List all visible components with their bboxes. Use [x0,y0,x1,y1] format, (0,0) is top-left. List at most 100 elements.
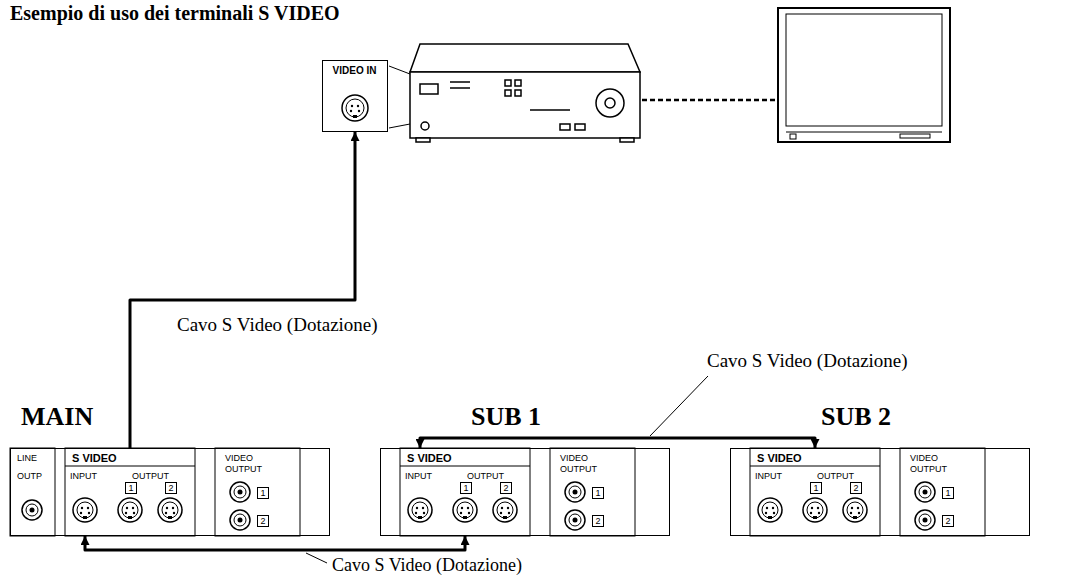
jack-pin [817,511,819,513]
jack-label: OUTPUT [132,471,169,482]
jack-pin [460,506,462,508]
jack-key [768,516,772,519]
jack-pin [357,109,359,111]
section-heading: VIDEO OUTPUT [560,453,612,475]
jack-number: 2 [850,482,862,494]
rear-panel: SUB 2S VIDEOINPUTOUTPUT12VIDEO OUTPUT12 [730,448,1030,536]
s-video-jack [493,498,517,522]
s-video-section [750,448,880,536]
jack-pin [500,506,502,508]
rca-jack [565,510,585,530]
jack-ring [762,502,778,518]
jack-number: 1 [125,482,137,494]
s-video-jack [342,95,368,121]
jack-number: 2 [165,482,177,494]
s-video-cable [420,438,815,448]
rca-pin [237,517,242,522]
label-leader [650,376,708,436]
section-heading: S VIDEO [72,452,117,465]
jack-pin [772,511,774,513]
cable-label: Cavo S Video (Dotazione) [330,555,524,575]
jack-pin [131,506,133,508]
jack-pin [809,511,811,513]
jack-pin [172,511,174,513]
jack-number: 1 [592,487,604,499]
label-leader [306,553,327,563]
unit-heading: MAIN [21,403,93,431]
jack-number: 2 [942,515,954,527]
jack-key [503,516,507,519]
jack-number: 2 [500,482,512,494]
jack-pin [86,506,88,508]
rca-pin [922,489,927,494]
jack-number: 1 [257,487,269,499]
jack-pin [507,511,509,513]
jack-pin [466,506,468,508]
video-link-dashed [642,99,776,102]
jack-ring [807,502,823,518]
jack-key [463,516,467,519]
jack-pin [79,511,81,513]
jack-ring [412,502,428,518]
jack-pin [771,506,773,508]
rca-pin [29,507,34,512]
rca-ring [569,486,581,498]
jack-pin [350,104,352,106]
video-output-section [900,448,985,536]
rca-pin [572,517,577,522]
rca-jack [915,482,935,502]
jack-ring [346,99,364,117]
s-video-jack [453,498,477,522]
callout-leader [389,66,410,74]
jack-pin [459,511,461,513]
s-video-jack [408,498,432,522]
callout-leader [389,124,410,128]
video-device [410,44,640,142]
s-video-jack [158,498,182,522]
jack-pin [857,511,859,513]
rca-jack [565,482,585,502]
video-output-section [215,448,300,536]
rca-pin [237,489,242,494]
jack-callout-box: VIDEO IN [322,60,388,132]
jack-pin [132,511,134,513]
jack-key [353,115,357,118]
jack-pin [87,511,89,513]
s-video-jack [118,498,142,522]
jack-pin [124,511,126,513]
jack-pin [506,506,508,508]
cable-label: Cavo S Video (Dotazione) [705,350,910,371]
section-heading: S VIDEO [407,452,452,465]
rca-ring [919,514,931,526]
s-video-jack [843,498,867,522]
jack-pin [421,506,423,508]
section-heading: S VIDEO [757,452,802,465]
section-heading: VIDEO OUTPUT [225,453,277,475]
rca-ring [26,504,38,516]
video-output-section [550,448,635,536]
jack-number: 1 [810,482,822,494]
jack-label: INPUT [70,471,97,482]
jack-ring [497,502,513,518]
rca-ring [569,514,581,526]
jack-pin [810,506,812,508]
rca-pin [922,517,927,522]
section-label: LINE [17,453,37,464]
jack-pin [422,511,424,513]
jack-key [168,516,172,519]
jack-pin [349,109,351,111]
jack-pin [499,511,501,513]
rca-ring [919,486,931,498]
jack-number: 1 [942,487,954,499]
s-video-jack [758,498,782,522]
s-video-cable [85,536,465,550]
jack-pin [415,506,417,508]
rca-pin [572,489,577,494]
jack-number: 1 [460,482,472,494]
rca-ring [234,514,246,526]
diagram-title: Esempio di uso dei terminali S VIDEO [10,2,340,25]
rca-ring [234,486,246,498]
section-rule [400,465,530,466]
jack-pin [765,506,767,508]
